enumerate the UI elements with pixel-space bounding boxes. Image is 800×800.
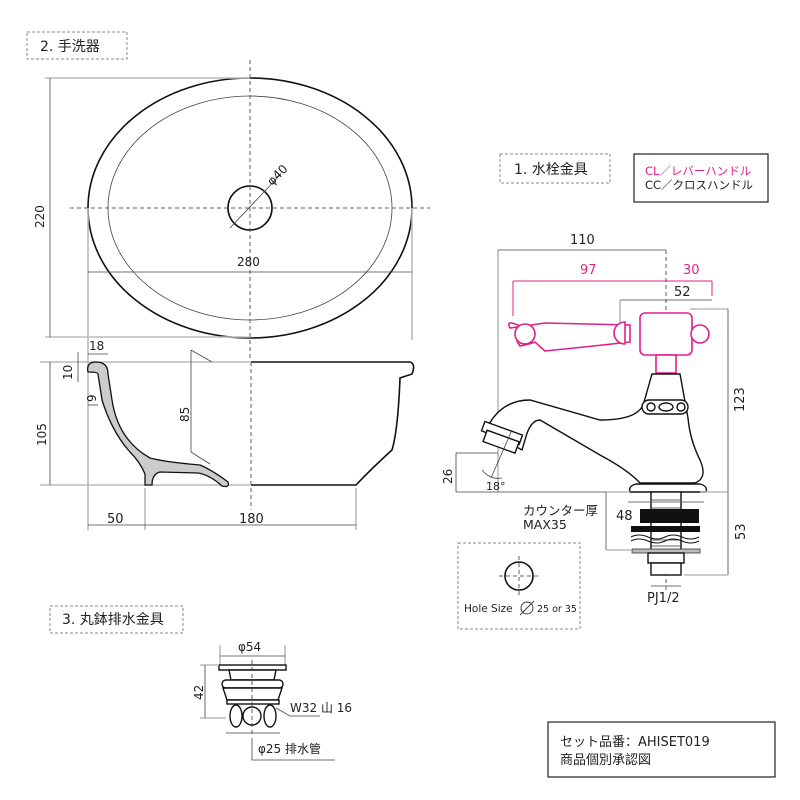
legend-cl: CL／レバーハンドル — [645, 164, 751, 178]
dim-9: 9 — [85, 394, 99, 402]
basin-section: 2. 手洗器 φ40 220 280 18 10 9 105 85 — [26, 31, 430, 530]
approval-label: 商品個別承認図 — [560, 752, 651, 768]
dim-280: 280 — [237, 255, 260, 269]
dim-drain-height: 42 — [192, 685, 206, 700]
faucet-label-box — [499, 153, 611, 184]
dim-10: 10 — [61, 365, 75, 380]
set-number: セット品番：AHISET019 — [560, 735, 710, 750]
dim-123: 123 — [733, 387, 748, 412]
legend-cc: CC／クロスハンドル — [645, 178, 753, 192]
hole-circle — [504, 561, 534, 591]
dim-30: 30 — [683, 263, 700, 278]
dim-97: 97 — [580, 263, 597, 278]
dim-drain-diameter: φ54 — [238, 640, 261, 654]
dim-drain: φ40 — [264, 162, 290, 188]
dim-thread: PJ1/2 — [647, 591, 680, 606]
dim-85: 85 — [178, 407, 192, 422]
hole-size-label: Hole Size — [464, 603, 513, 615]
faucet-label: 1. 水栓金具 — [514, 162, 588, 178]
cross-handle-body — [639, 312, 693, 356]
set-info: セット品番：AHISET019 商品個別承認図 — [547, 721, 776, 778]
drain-nut — [229, 704, 277, 728]
dim-52: 52 — [674, 285, 691, 300]
counter-thickness-label: カウンター厚 — [523, 503, 598, 518]
counter-max-label: MAX35 — [523, 517, 567, 532]
dim-110: 110 — [570, 233, 595, 248]
basin-side-outline — [251, 361, 415, 486]
dim-48: 48 — [616, 509, 633, 524]
diameter-icon — [519, 600, 535, 616]
dim-26: 26 — [441, 469, 455, 484]
basin-label: 2. 手洗器 — [40, 39, 100, 55]
dim-220: 220 — [33, 205, 47, 228]
basin-label-box — [26, 31, 128, 60]
counter-block — [640, 509, 699, 523]
set-info-box — [547, 721, 776, 778]
hole-size-box — [457, 542, 581, 630]
dim-105: 105 — [35, 423, 49, 446]
drain-label-box — [49, 605, 184, 634]
dim-angle: 18° — [486, 480, 506, 493]
drain-label: 3. 丸鉢排水金具 — [62, 612, 164, 628]
dim-50: 50 — [107, 512, 124, 527]
dim-drain-thread: W32 山 16 — [290, 701, 352, 715]
hole-size-value: 25 or 35 — [537, 604, 577, 615]
handle-legend-box — [633, 153, 769, 203]
dim-180: 180 — [239, 512, 264, 527]
dim-53: 53 — [734, 523, 749, 540]
drain-section: 3. 丸鉢排水金具 φ54 42 W32 山 16 φ25 排水管 — [49, 605, 352, 761]
faucet-body-spout — [485, 373, 704, 484]
dim-drain-pipe: φ25 排水管 — [258, 741, 321, 756]
basin-section-profile — [87, 361, 230, 488]
faucet-section: 1. 水栓金具 CL／レバーハンドル CC／クロスハンドル 110 97 30 … — [441, 153, 769, 630]
dim-18: 18 — [89, 339, 104, 353]
